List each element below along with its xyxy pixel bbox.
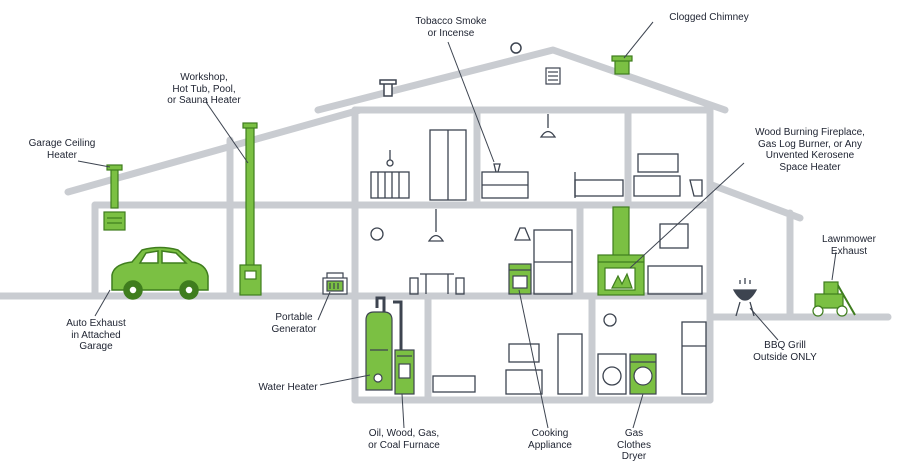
bbq-grill-icon [732, 278, 758, 317]
main-roof [314, 46, 729, 114]
basement-bed-icon [432, 375, 476, 393]
label-lawnmower-line-2: Exhaust [830, 245, 868, 257]
fireplace-icon [597, 206, 645, 296]
basement-cabinet-icon [505, 369, 543, 395]
lawnmower-icon [812, 281, 856, 317]
label-cooking-line-1: Cooking [531, 428, 569, 439]
label-furnace: Oil, Wood, Gas, or Coal Furnace [348, 428, 460, 451]
range-hood-icon [514, 227, 531, 241]
label-dryer: Gas Clothes Dryer [604, 428, 664, 463]
label-fireplace: Wood Burning Fireplace, Gas Log Burner, … [735, 127, 885, 173]
label-fireplace-line-1: Wood Burning Fireplace, [755, 127, 865, 138]
label-generator: Portable Generator [258, 312, 330, 335]
label-dryer-line-1: Gas [624, 428, 644, 439]
label-auto-line-2: in Attached [71, 329, 121, 341]
label-water-heater-line-1: Water Heater [258, 382, 318, 393]
label-tobacco-line-1: Tobacco Smoke [415, 16, 487, 27]
label-workshop-line-1: Workshop, [180, 72, 228, 83]
label-water-heater: Water Heater [250, 382, 326, 394]
label-garage-heater-line-1: Garage Ceiling [28, 138, 96, 149]
tv-icon [637, 153, 679, 173]
label-cooking-line-2: Appliance [528, 439, 572, 451]
label-workshop-line-2: Hot Tub, Pool, [172, 83, 236, 95]
dresser-icon [481, 163, 529, 199]
toilet-icon [689, 179, 703, 197]
roof-vent-pipes [379, 42, 522, 97]
label-bbq: BBQ Grill Outside ONLY [740, 340, 830, 363]
label-fireplace-line-2: Gas Log Burner, or Any [758, 138, 862, 150]
label-lawnmower: Lawnmower Exhaust [808, 234, 890, 257]
basement-tv-icon [508, 343, 540, 363]
label-furnace-line-1: Oil, Wood, Gas, [368, 428, 440, 439]
label-workshop-line-3: or Sauna Heater [167, 95, 241, 106]
workshop-heater-icon [239, 122, 262, 296]
attic-vent-icon [545, 67, 561, 85]
picture-frame-icon [659, 223, 689, 249]
label-generator-line-1: Portable [275, 312, 313, 323]
portable-generator-icon [322, 272, 348, 295]
vanity-icon [633, 175, 681, 197]
label-tobacco: Tobacco Smoke or Incense [395, 16, 507, 39]
bed-icon [574, 172, 624, 198]
label-cooking: Cooking Appliance [512, 428, 588, 451]
sofa-icon [647, 265, 703, 295]
annex-roof [708, 181, 804, 222]
label-chimney: Clogged Chimney [654, 12, 764, 24]
refrigerator-icon [681, 321, 707, 395]
basement-clock-icon [603, 313, 617, 327]
crib-icon [370, 150, 410, 199]
label-bbq-line-2: Outside ONLY [753, 351, 817, 363]
label-dryer-line-2: Clothes [617, 439, 651, 451]
label-generator-line-2: Generator [271, 323, 317, 335]
label-dryer-line-3: Dryer [621, 451, 647, 462]
leader-lines [77, 21, 837, 429]
garage-ceiling-heater-icon [103, 164, 126, 231]
water-heater-icon [365, 296, 393, 391]
label-lawnmower-line-1: Lawnmower [822, 234, 876, 245]
chimney-icon [611, 55, 633, 75]
label-fireplace-line-3: Unvented Kerosene [765, 150, 855, 161]
ceiling-lamp-icon [539, 114, 557, 138]
clock-icon [370, 227, 384, 241]
label-garage-heater: Garage Ceiling Heater [12, 138, 112, 161]
label-fireplace-line-4: Space Heater [779, 161, 841, 173]
stove-icon [508, 263, 532, 295]
label-furnace-line-2: or Coal Furnace [368, 439, 440, 451]
dining-table-icon [409, 273, 465, 295]
furnace-icon [393, 300, 415, 395]
label-auto-line-1: Auto Exhaust [66, 318, 126, 329]
label-garage-heater-line-2: Heater [46, 149, 77, 161]
label-auto-line-3: Garage [79, 341, 113, 352]
car-icon [111, 246, 209, 300]
washer-icon [597, 353, 627, 395]
label-bbq-line-1: BBQ Grill [764, 340, 806, 351]
gas-dryer-icon [629, 353, 657, 395]
label-chimney-line-1: Clogged Chimney [669, 12, 749, 23]
furnishings [370, 114, 758, 395]
basement-shelf-icon [557, 333, 583, 395]
ceiling-lamp-2-icon [427, 209, 445, 242]
label-auto: Auto Exhaust in Attached Garage [48, 318, 144, 353]
label-workshop: Workshop, Hot Tub, Pool, or Sauna Heater [148, 72, 260, 107]
label-tobacco-line-2: or Incense [427, 27, 475, 39]
